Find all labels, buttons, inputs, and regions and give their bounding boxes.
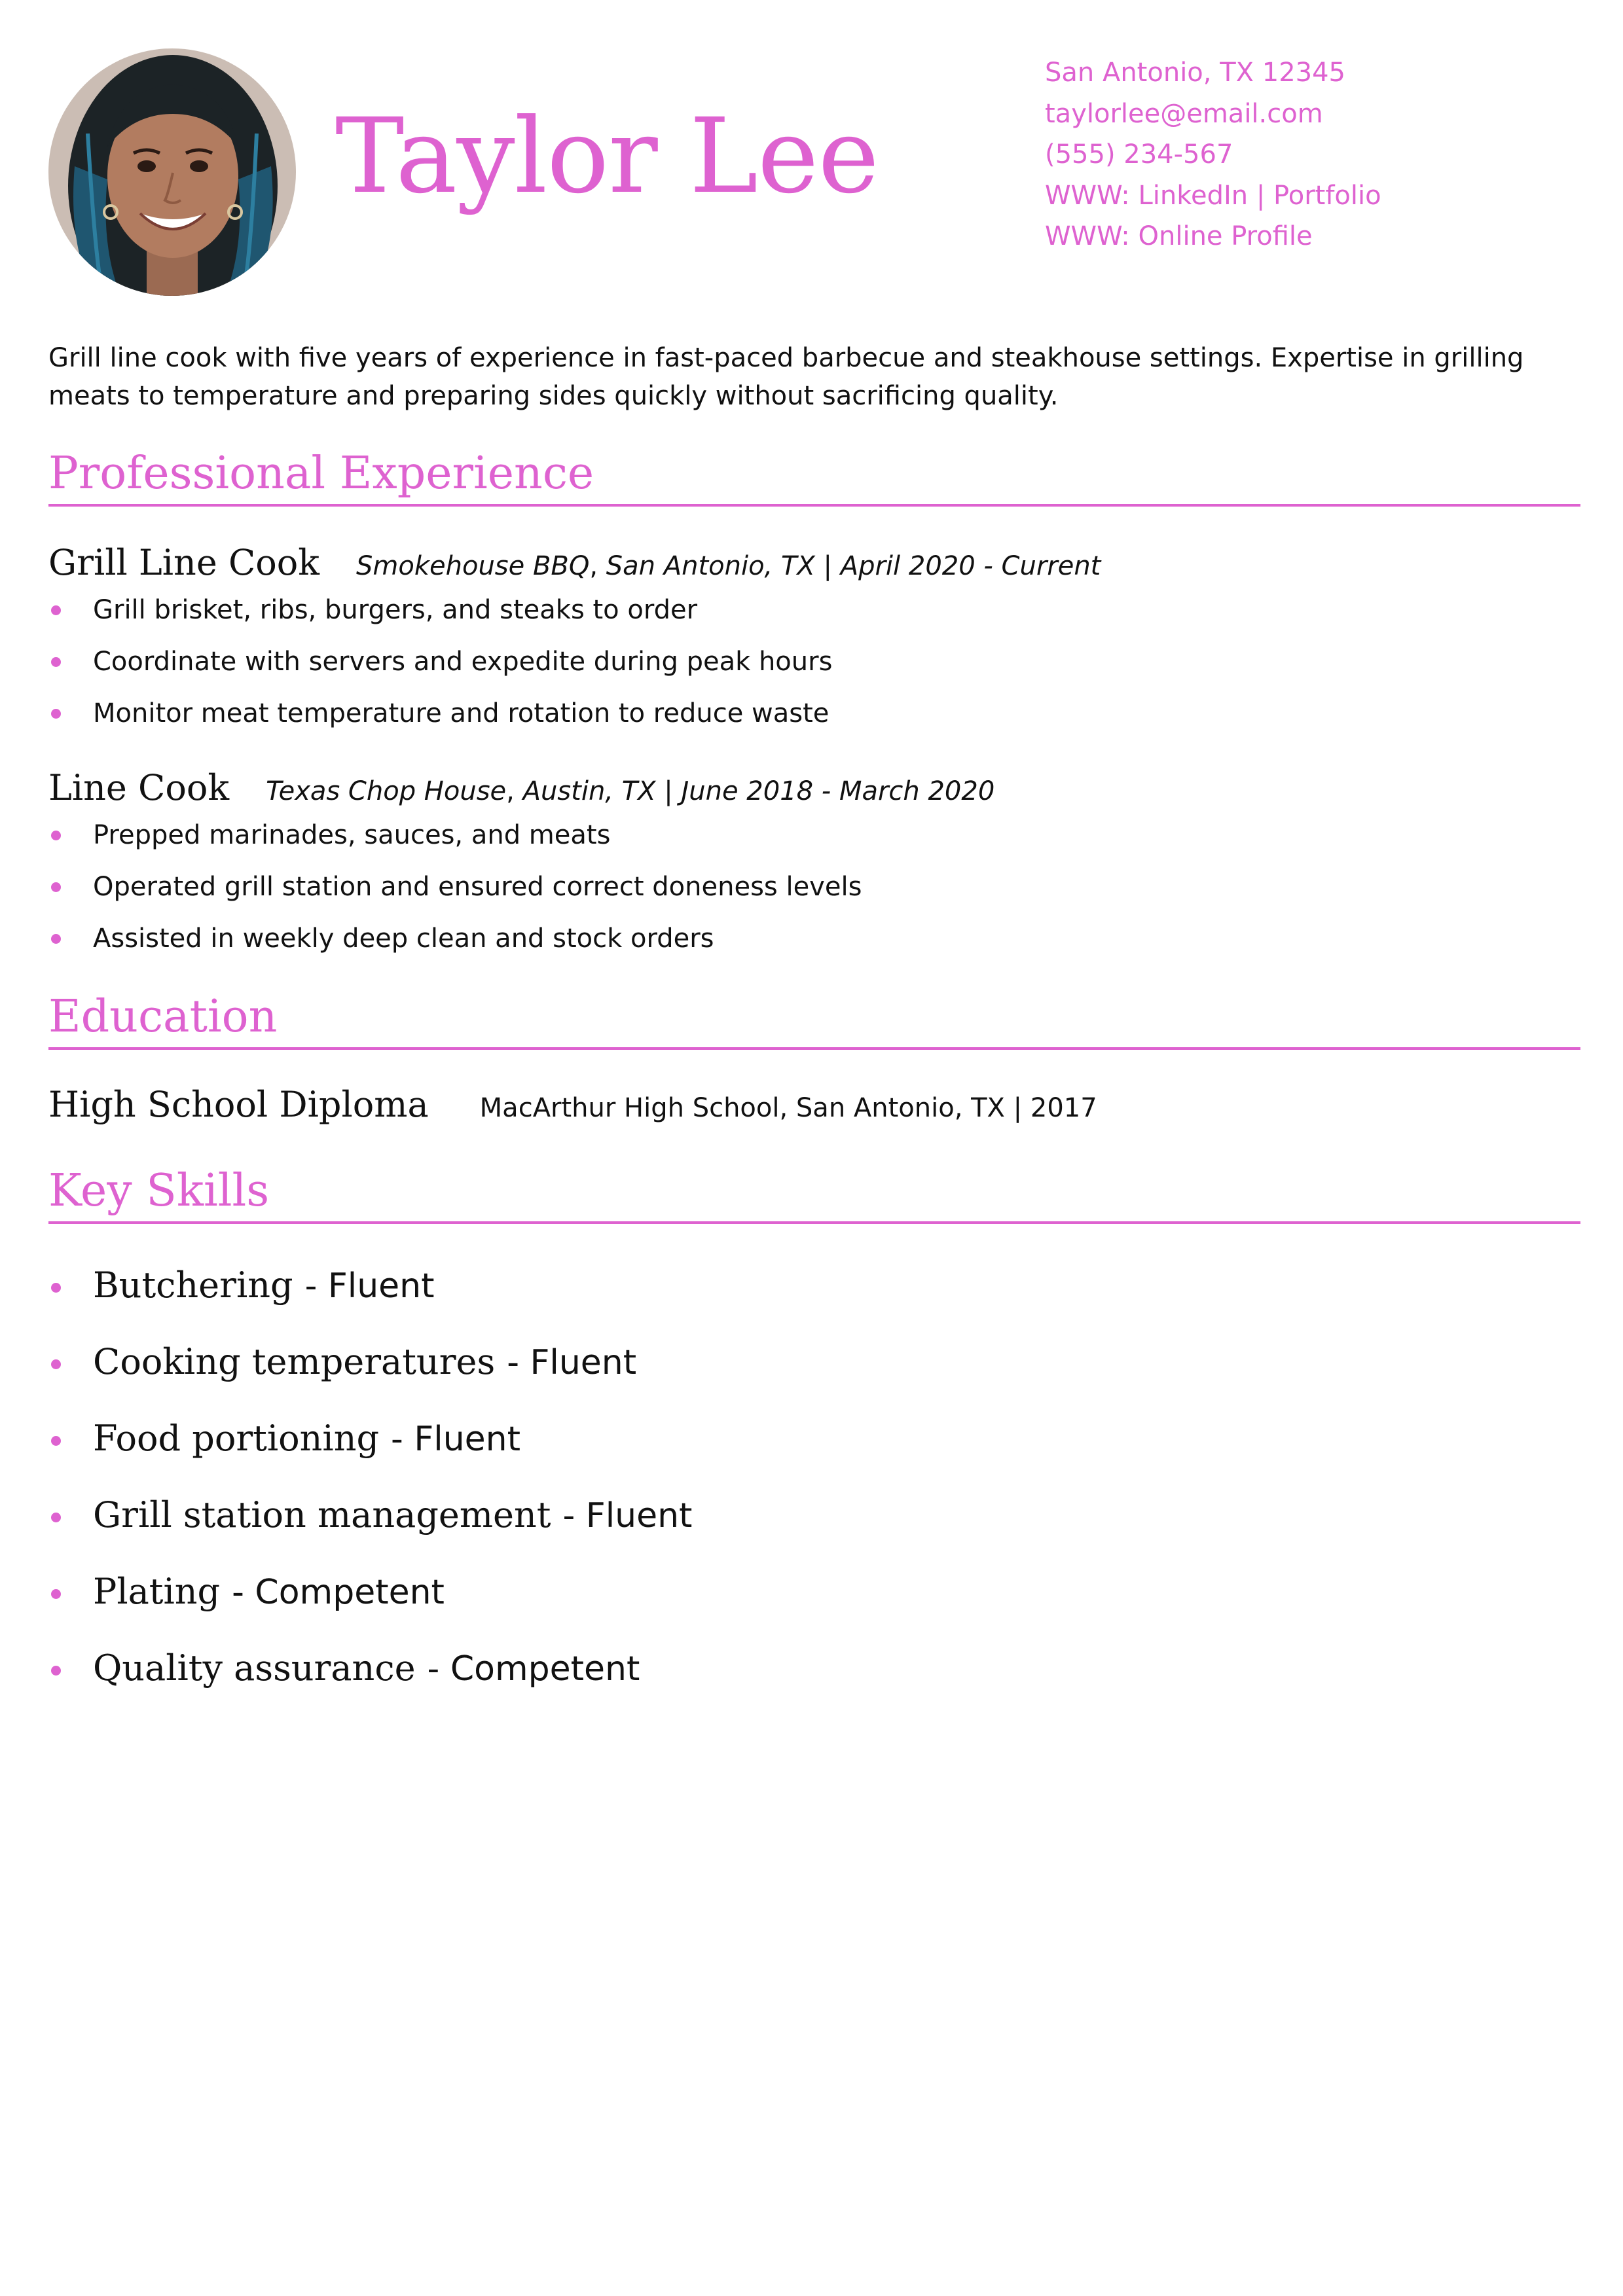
job-entry: Line Cook Texas Chop House, Austin, TX | … — [48, 767, 994, 808]
skill-item: Plating - Competent — [48, 1571, 692, 1647]
job-meta: Smokehouse BBQ, San Antonio, TX | April … — [356, 551, 1101, 581]
contact-address: San Antonio, TX 12345 — [1045, 58, 1346, 88]
profile-photo — [48, 48, 296, 296]
bullet-icon — [51, 1283, 61, 1293]
skill-item: Grill station management - Fluent — [48, 1494, 692, 1571]
skill-level: - Fluent — [391, 1420, 520, 1459]
contact-phone: (555) 234-567 — [1045, 139, 1233, 170]
job-meta: Texas Chop House, Austin, TX | June 2018… — [266, 776, 995, 806]
skill-item: Butchering - Fluent — [48, 1265, 692, 1341]
skill-name: Grill station management — [93, 1494, 551, 1535]
job-company: Smokehouse BBQ — [356, 551, 590, 581]
summary-text: Grill line cook with five years of exper… — [48, 343, 1524, 411]
skill-item: Cooking temperatures - Fluent — [48, 1341, 692, 1418]
bullet-icon — [51, 1666, 61, 1676]
skill-level: - Fluent — [562, 1496, 693, 1535]
education-heading: Education — [48, 995, 1580, 1050]
skills-list: Butchering- Fluent Cooking temperatures-… — [48, 1265, 692, 1724]
bullet-icon — [51, 882, 61, 892]
job-company: Texas Chop House — [266, 776, 507, 806]
list-item: Grill brisket, ribs, burgers, and steaks… — [48, 584, 832, 636]
job-title: Line Cook — [48, 767, 230, 808]
skills-heading: Key Skills — [48, 1169, 1580, 1224]
education-entry: High School Diploma MacArthur High School… — [48, 1084, 1097, 1125]
contact-info: San Antonio, TX 12345 taylorlee@email.co… — [1045, 52, 1381, 257]
candidate-name: Taylor Lee — [335, 96, 879, 217]
experience-heading: Professional Experience — [48, 452, 1580, 507]
list-item: Prepped marinades, sauces, and meats — [48, 810, 862, 861]
skill-name: Butchering — [93, 1265, 293, 1306]
skill-level: - Fluent — [304, 1266, 435, 1306]
job-location: Austin, TX — [522, 776, 656, 806]
skill-level: - Fluent — [507, 1343, 637, 1382]
list-item: Assisted in weekly deep clean and stock … — [48, 913, 862, 965]
job-bullets: Prepped marinades, sauces, and meats Ope… — [48, 810, 862, 965]
list-item: Coordinate with servers and expedite dur… — [48, 636, 832, 688]
skill-item: Quality assurance - Competent — [48, 1647, 692, 1724]
bullet-icon — [51, 831, 61, 840]
bullet-icon — [51, 657, 61, 667]
job-entry: Grill Line Cook Smokehouse BBQ, San Anton… — [48, 542, 1101, 583]
bullet-icon — [51, 1589, 61, 1599]
skill-name: Quality assurance — [93, 1647, 416, 1689]
bullet-icon — [51, 934, 61, 944]
contact-online-profile[interactable]: WWW: Online Profile — [1045, 221, 1313, 251]
bullet-icon — [51, 1513, 61, 1522]
bullet-icon — [51, 1359, 61, 1369]
bullet-icon — [51, 605, 61, 615]
list-item: Monitor meat temperature and rotation to… — [48, 688, 832, 740]
skill-level: - Competent — [427, 1649, 640, 1689]
job-location: San Antonio, TX — [606, 551, 815, 581]
job-title: Grill Line Cook — [48, 542, 320, 583]
skill-name: Food portioning — [93, 1418, 380, 1459]
contact-email[interactable]: taylorlee@email.com — [1045, 98, 1323, 129]
contact-linkedin-portfolio[interactable]: WWW: LinkedIn | Portfolio — [1045, 180, 1381, 211]
education-degree: High School Diploma — [48, 1084, 429, 1125]
skill-name: Cooking temperatures — [93, 1341, 496, 1382]
skill-level: - Competent — [232, 1573, 445, 1612]
job-bullets: Grill brisket, ribs, burgers, and steaks… — [48, 584, 832, 740]
job-dates: June 2018 - March 2020 — [681, 776, 995, 806]
job-dates: April 2020 - Current — [840, 551, 1101, 581]
bullet-icon — [51, 1436, 61, 1446]
skill-item: Food portioning - Fluent — [48, 1418, 692, 1494]
skill-name: Plating — [93, 1571, 221, 1612]
education-details: MacArthur High School, San Antonio, TX |… — [479, 1093, 1097, 1123]
list-item: Operated grill station and ensured corre… — [48, 861, 862, 913]
bullet-icon — [51, 709, 61, 719]
